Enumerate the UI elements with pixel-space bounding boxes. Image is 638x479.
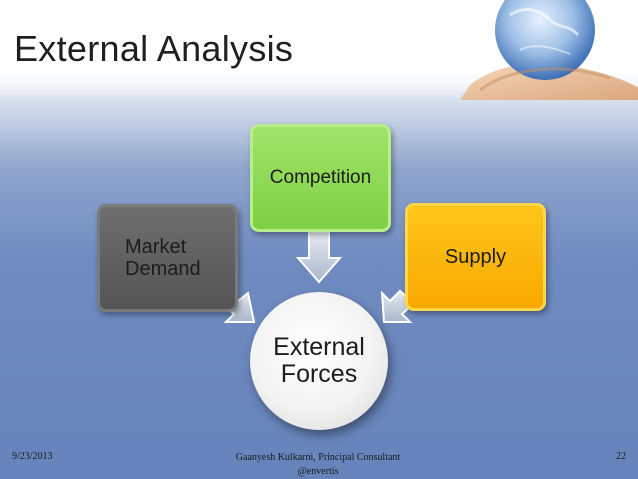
node-external-forces: External Forces [250,292,388,430]
node-market-demand-label: Market Demand [125,236,201,280]
node-competition-label: Competition [269,166,372,188]
footer-author: Gaanyesh Kulkarni, Principal Consultant … [235,452,401,477]
node-competition: Competition [250,124,391,232]
footer-page-number: 22 [616,451,626,462]
globe-in-hand-icon [460,0,638,100]
arrow-competition-to-center [295,231,343,284]
node-market-demand: Market Demand [97,204,238,312]
footer-date: 9/23/2013 [12,451,53,462]
page-title: External Analysis [14,28,294,69]
node-supply: Supply [405,203,546,311]
node-external-forces-label: External Forces [273,332,365,388]
node-supply-label: Supply [444,246,507,268]
